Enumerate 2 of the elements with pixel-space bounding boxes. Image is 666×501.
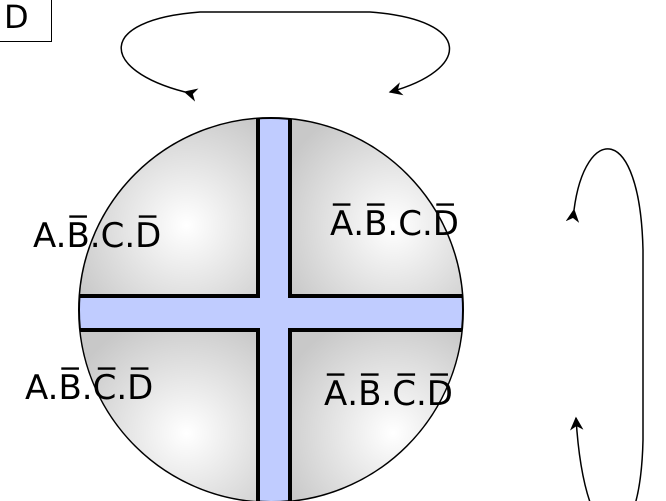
term-label: D — [4, 0, 29, 36]
label-box — [0, 0, 52, 42]
